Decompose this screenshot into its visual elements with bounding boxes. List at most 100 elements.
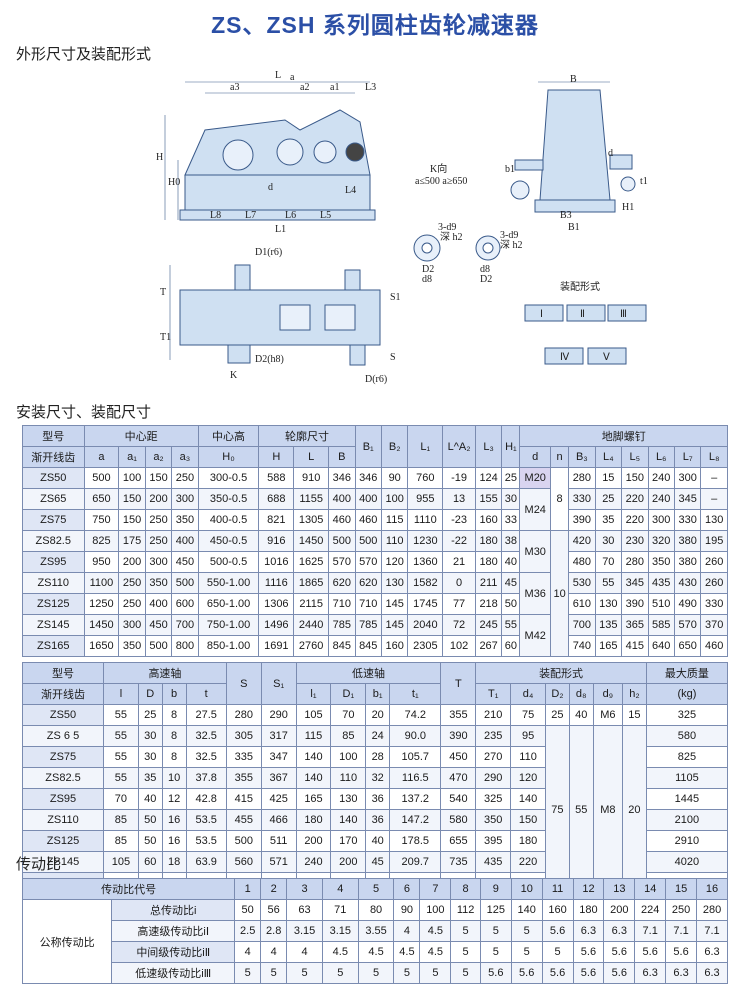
- model-cell: ZS50: [22, 704, 104, 726]
- table-cell: 415: [225, 788, 262, 810]
- header-code: 11: [541, 878, 574, 900]
- table-cell: 38: [501, 530, 521, 552]
- table-cell: 7.1: [665, 920, 698, 942]
- table-cell: 500: [83, 467, 120, 489]
- header-sub: 渐开线齿: [22, 446, 85, 468]
- table-cell: 56: [260, 899, 288, 921]
- table-cell: 5: [479, 920, 512, 942]
- table-cell: 290: [260, 704, 297, 726]
- table-cell: 220: [621, 488, 649, 510]
- table-cell: 821: [258, 509, 295, 531]
- table-cell: 640: [647, 635, 675, 657]
- table-cell: 36: [365, 809, 391, 831]
- table-cell: 5: [510, 941, 543, 963]
- table-cell: 480: [568, 551, 596, 573]
- table-cell: 32: [365, 767, 391, 789]
- table-cell: 140: [295, 767, 332, 789]
- table-cell: 5.6: [665, 941, 698, 963]
- table-cell: 150: [118, 509, 146, 531]
- table-cell: 365: [621, 614, 649, 636]
- table-cell: 510: [647, 593, 675, 615]
- table-cell: 1116: [258, 572, 295, 594]
- table-cell: 400: [354, 488, 382, 510]
- table-cell: 250: [118, 593, 146, 615]
- table-cell: 346: [328, 467, 356, 489]
- row-label: 高速级传动比iⅠ: [111, 920, 236, 942]
- table-cell: 150: [144, 467, 173, 489]
- table-cell: 220: [621, 509, 649, 531]
- table-cell: 350: [118, 635, 146, 657]
- table-cell: 345: [621, 572, 649, 594]
- table-cell: 120: [380, 551, 409, 573]
- table-cell: 150: [510, 809, 546, 831]
- row-label: 低速级传动比iⅢ: [111, 962, 236, 984]
- table-cell: 650: [83, 488, 120, 510]
- table-cell: 8: [161, 725, 187, 747]
- table-cell: 2760: [293, 635, 330, 657]
- table-cell: 710: [328, 593, 356, 615]
- table-cell: 165: [295, 788, 332, 810]
- table-cell: 30: [501, 488, 521, 510]
- table-cell: 2040: [407, 614, 444, 636]
- table-cell: 180: [295, 809, 332, 831]
- table-cell: 12: [161, 788, 187, 810]
- table-cell: -23: [442, 509, 476, 531]
- table-cell: 70: [330, 704, 367, 726]
- header-sub: b: [161, 683, 187, 705]
- table-cell: 5: [321, 962, 359, 984]
- table-cell: 30: [137, 746, 163, 768]
- table-cell: 100: [419, 899, 452, 921]
- table-cell: 25: [594, 488, 623, 510]
- table-cell: 2440: [293, 614, 330, 636]
- table-cell: 60: [501, 635, 521, 657]
- table-cell: 25: [137, 704, 163, 726]
- table-cell: 42.8: [185, 788, 227, 810]
- table-cell: 750-1.00: [197, 614, 260, 636]
- table-cell: 230: [621, 530, 649, 552]
- table-cell: 200: [603, 899, 636, 921]
- table-cell: 37.8: [185, 767, 227, 789]
- header-sub: L₆: [647, 446, 675, 468]
- table-cell: 317: [260, 725, 297, 747]
- table-cell: 18: [161, 851, 187, 873]
- bolt-d: M36: [519, 572, 552, 615]
- table-cell: 28: [365, 746, 391, 768]
- svg-text:d: d: [608, 148, 613, 159]
- table-cell: 35: [594, 509, 623, 531]
- table-cell: 400: [328, 488, 356, 510]
- header-ratio-code: 传动比代号: [21, 878, 236, 900]
- svg-text:D2: D2: [422, 264, 434, 275]
- table-cell: 620: [328, 572, 356, 594]
- table-cell: 210: [475, 704, 512, 726]
- model-cell: ZS82.5: [22, 767, 104, 789]
- table-cell: 7.1: [696, 920, 728, 942]
- table-cell: 20: [365, 704, 391, 726]
- header-code: 9: [479, 878, 512, 900]
- svg-text:S: S: [390, 352, 396, 363]
- table-cell: 150: [621, 467, 649, 489]
- table-cell: 90: [393, 899, 421, 921]
- svg-text:B1: B1: [568, 222, 580, 233]
- table-cell: 4: [234, 941, 262, 963]
- table-cell: 10: [161, 767, 187, 789]
- table-cell: 850-1.00: [197, 635, 260, 657]
- table-cell: 450: [171, 551, 199, 573]
- table-cell: 16: [161, 809, 187, 831]
- table-cell: 16: [161, 830, 187, 852]
- table-cell: 1230: [407, 530, 444, 552]
- header-outline: 轮廓尺寸: [258, 425, 356, 447]
- table-cell: 160: [541, 899, 574, 921]
- table-cell: 115: [295, 725, 332, 747]
- svg-text:B3: B3: [560, 210, 572, 221]
- model-cell: ZS 6 5: [22, 725, 104, 747]
- header-sub: L: [293, 446, 330, 468]
- table-cell: 570: [673, 614, 702, 636]
- table-cell: 140: [510, 788, 546, 810]
- table-cell: 45: [501, 572, 521, 594]
- table-cell: 5: [450, 941, 481, 963]
- table-cell: 740: [568, 635, 596, 657]
- header-sub: t₁: [389, 683, 442, 705]
- table-cell: 32.5: [185, 746, 227, 768]
- table-cell: 1450: [293, 530, 330, 552]
